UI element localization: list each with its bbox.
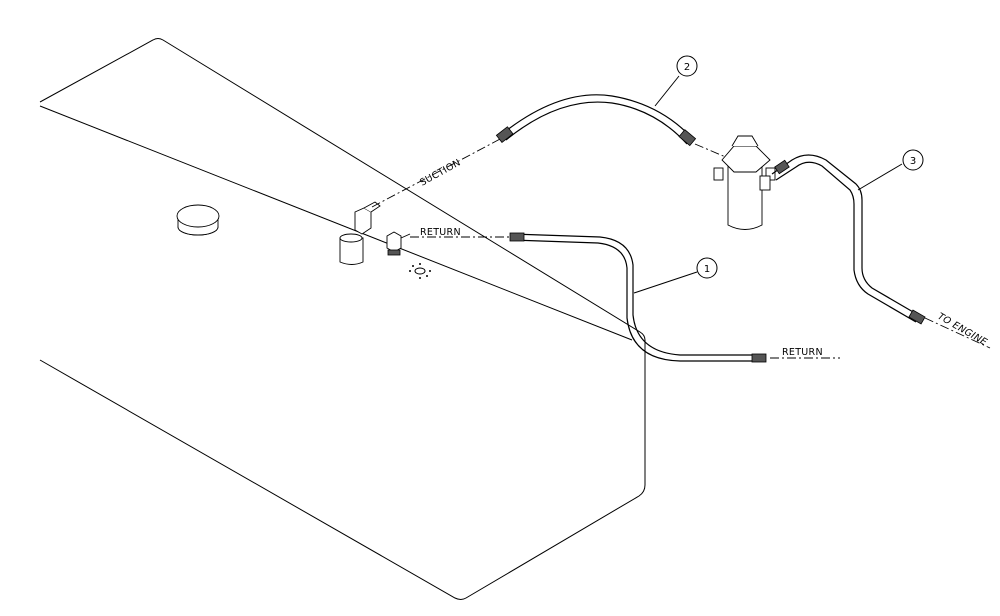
filler-cap [176,204,220,236]
filter-centerline [694,143,729,159]
vent-bolt-pattern [409,263,431,279]
to-engine-label: TO ENGINE [936,311,989,348]
callout-3-number: 3 [910,156,916,167]
fuel-filter [713,135,776,230]
return-label-right: RETURN [782,347,823,358]
callout-1-number: 1 [704,264,710,275]
suction-fitting [339,201,381,265]
suction-centerline [371,137,503,208]
return-fitting [386,231,411,256]
return-label-upper: RETURN [420,227,461,238]
callout-1-leader [633,271,698,294]
callout-3: 3 [902,149,924,171]
callout-3-leader [857,163,903,191]
callout-2-number: 2 [684,62,690,73]
engine-centerline [924,317,991,349]
callout-2-leader [654,75,680,107]
hose-2 [495,94,697,147]
callout-1: 1 [696,257,718,279]
hose-1 [509,232,767,363]
fuel-tank [39,38,646,600]
suction-label: SUCTION [418,157,463,188]
callout-2: 2 [676,55,698,77]
hose-3 [771,154,926,325]
